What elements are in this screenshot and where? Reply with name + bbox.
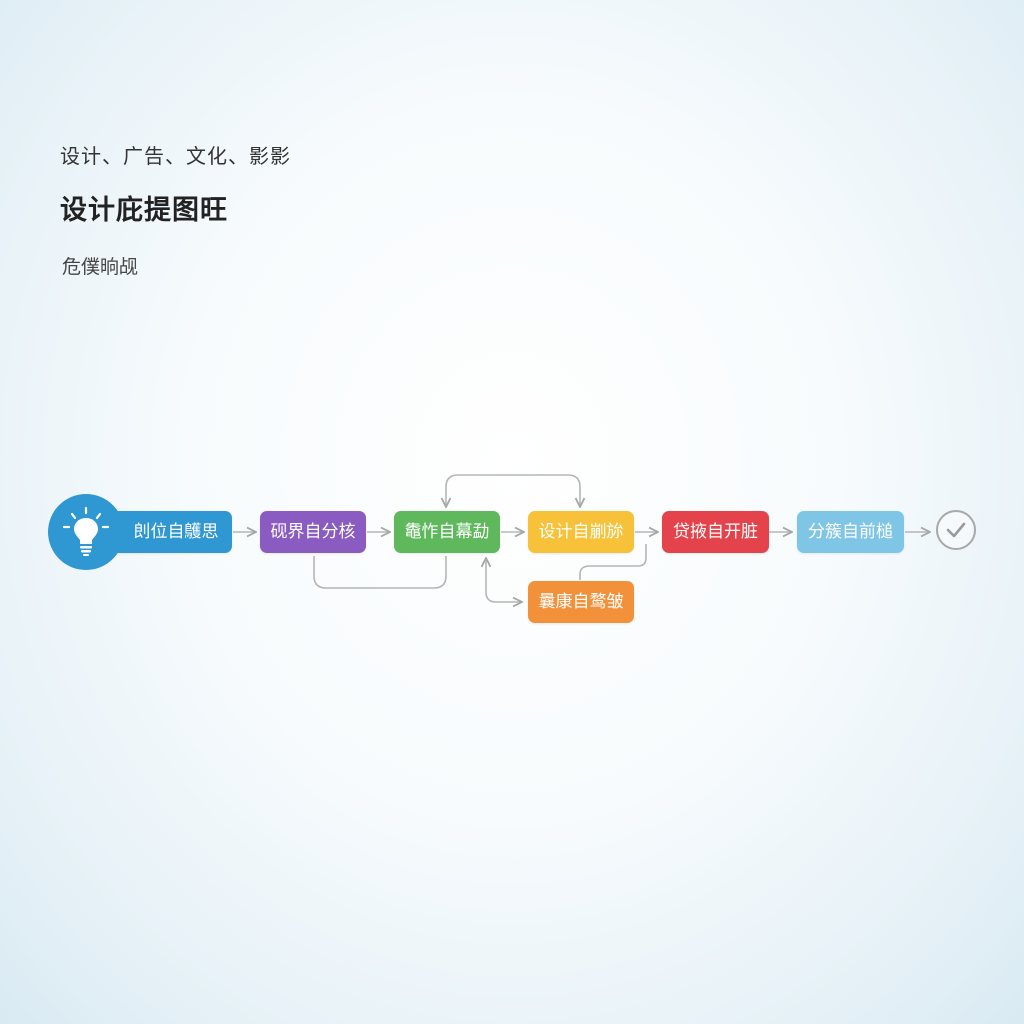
branch-n3-n7: [486, 558, 522, 602]
check-circle-icon: [946, 522, 966, 538]
end-node: [936, 510, 976, 550]
diagram-subtitle: 危僕晌觇: [62, 256, 139, 278]
flow-node-3: 鼄怍自幕勐: [394, 511, 500, 553]
loop-bottom-n2-n3: [313, 556, 447, 589]
feedback-n7-n5: [579, 544, 647, 580]
flow-node-2: 砚界自分核: [260, 511, 366, 553]
lightbulb-icon: [62, 506, 110, 556]
diagram-title: 设计庇提图旺: [60, 195, 228, 226]
flow-node-6: 分簇自前槌: [797, 511, 904, 553]
flow-node-7: 曩康自鹜皱: [528, 581, 634, 623]
diagram-category: 设计、广告、文化、影影: [60, 144, 291, 168]
flow-node-5: 贷掖自开脏: [662, 511, 769, 553]
loop-top-n3-n4: [446, 474, 580, 507]
flow-node-4: 设计自剻旀: [528, 511, 634, 553]
start-node: [48, 494, 124, 570]
